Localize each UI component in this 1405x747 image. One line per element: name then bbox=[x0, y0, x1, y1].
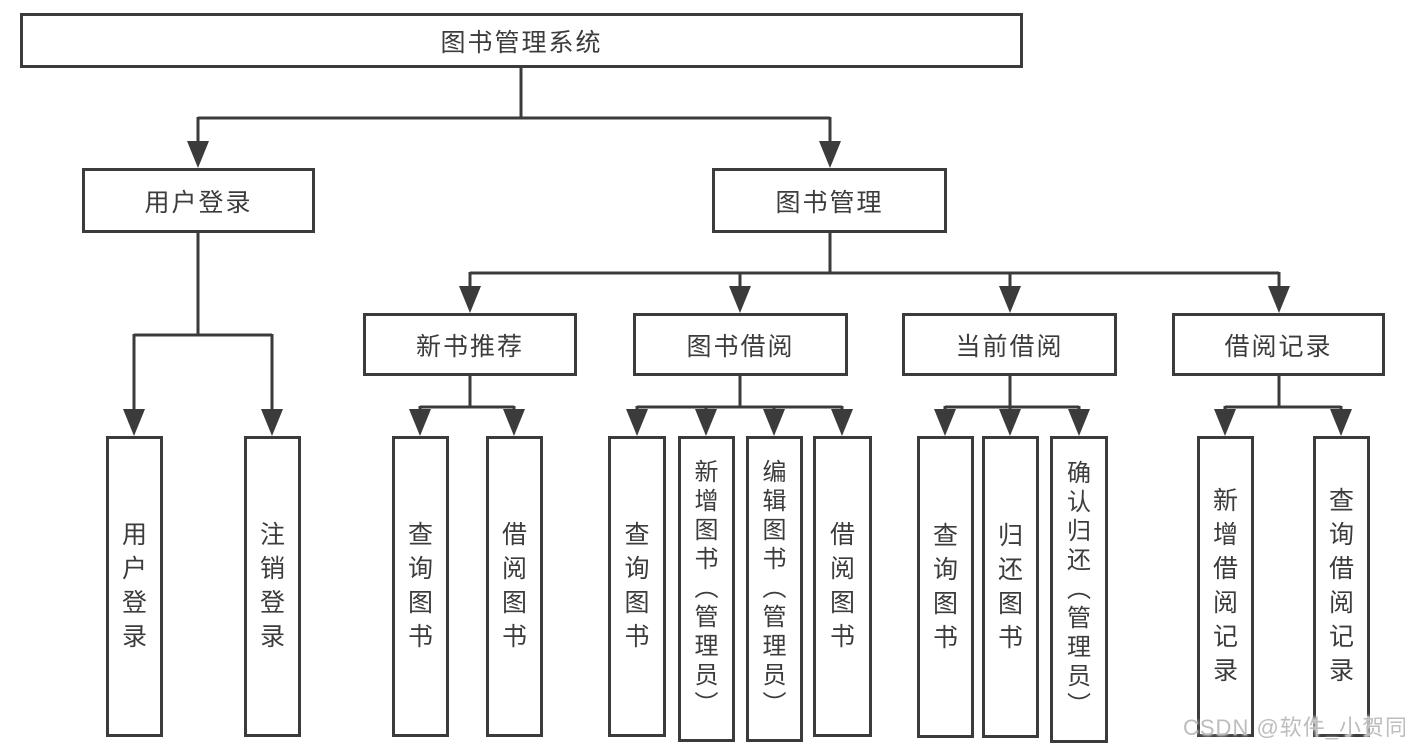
leaf-label: 借阅图书 bbox=[501, 521, 527, 651]
leaf-label: 查询图书 bbox=[624, 521, 650, 651]
node-label: 借阅记录 bbox=[1224, 332, 1333, 361]
node-book-borrowing: 图书借阅 bbox=[633, 313, 848, 376]
node-label: 图书管理系统 bbox=[440, 28, 603, 57]
leaf-return-books: 归还图书 bbox=[982, 436, 1039, 738]
leaf-label: 新增图书︵管理员︶ bbox=[694, 459, 719, 718]
node-label: 图书借阅 bbox=[686, 332, 795, 361]
leaf-label: 查询图书 bbox=[932, 521, 958, 652]
node-label: 当前借阅 bbox=[955, 332, 1064, 361]
leaf-query-books: 查询图书 bbox=[917, 436, 974, 738]
leaf-borrow-books: 借阅图书 bbox=[486, 436, 543, 737]
leaf-label: 编辑图书︵管理员︶ bbox=[762, 459, 787, 718]
leaf-label: 查询借阅记录 bbox=[1328, 487, 1354, 685]
leaf-add-books-admin: 新增图书︵管理员︶ bbox=[678, 436, 735, 742]
leaf-query-books: 查询图书 bbox=[392, 436, 449, 737]
leaf-label: 用户登录 bbox=[121, 521, 147, 651]
leaf-borrow-books: 借阅图书 bbox=[813, 436, 872, 737]
leaf-label: 新增借阅记录 bbox=[1212, 487, 1238, 685]
leaf-label: 确认归还︵管理员︶ bbox=[1067, 459, 1091, 719]
leaf-logout: 注销登录 bbox=[244, 436, 301, 737]
arrowheads bbox=[123, 141, 1352, 436]
node-label: 新书推荐 bbox=[415, 332, 524, 361]
node-borrowing-records: 借阅记录 bbox=[1172, 313, 1385, 376]
leaf-label: 注销登录 bbox=[259, 521, 285, 651]
node-user-login: 用户登录 bbox=[82, 168, 315, 233]
node-label: 图书管理 bbox=[775, 188, 884, 217]
node-label: 用户登录 bbox=[144, 188, 253, 217]
node-library-management-system: 图书管理系统 bbox=[20, 13, 1023, 68]
leaf-confirm-return-admin: 确认归还︵管理员︶ bbox=[1050, 436, 1108, 743]
csdn-watermark: CSDN @软件_小贺同学 bbox=[1183, 715, 1405, 740]
node-book-management: 图书管理 bbox=[712, 168, 947, 233]
node-current-borrowing: 当前借阅 bbox=[902, 313, 1117, 376]
leaf-add-borrow-record: 新增借阅记录 bbox=[1197, 436, 1254, 737]
leaf-label: 归还图书 bbox=[997, 521, 1023, 652]
node-new-book-recommend: 新书推荐 bbox=[363, 313, 577, 376]
leaf-user-login: 用户登录 bbox=[106, 436, 163, 737]
leaf-query-books: 查询图书 bbox=[608, 436, 666, 737]
leaf-label: 借阅图书 bbox=[829, 521, 855, 651]
leaf-query-borrow-record: 查询借阅记录 bbox=[1313, 436, 1370, 737]
leaf-label: 查询图书 bbox=[407, 521, 433, 651]
leaf-edit-books-admin: 编辑图书︵管理员︶ bbox=[746, 436, 803, 742]
